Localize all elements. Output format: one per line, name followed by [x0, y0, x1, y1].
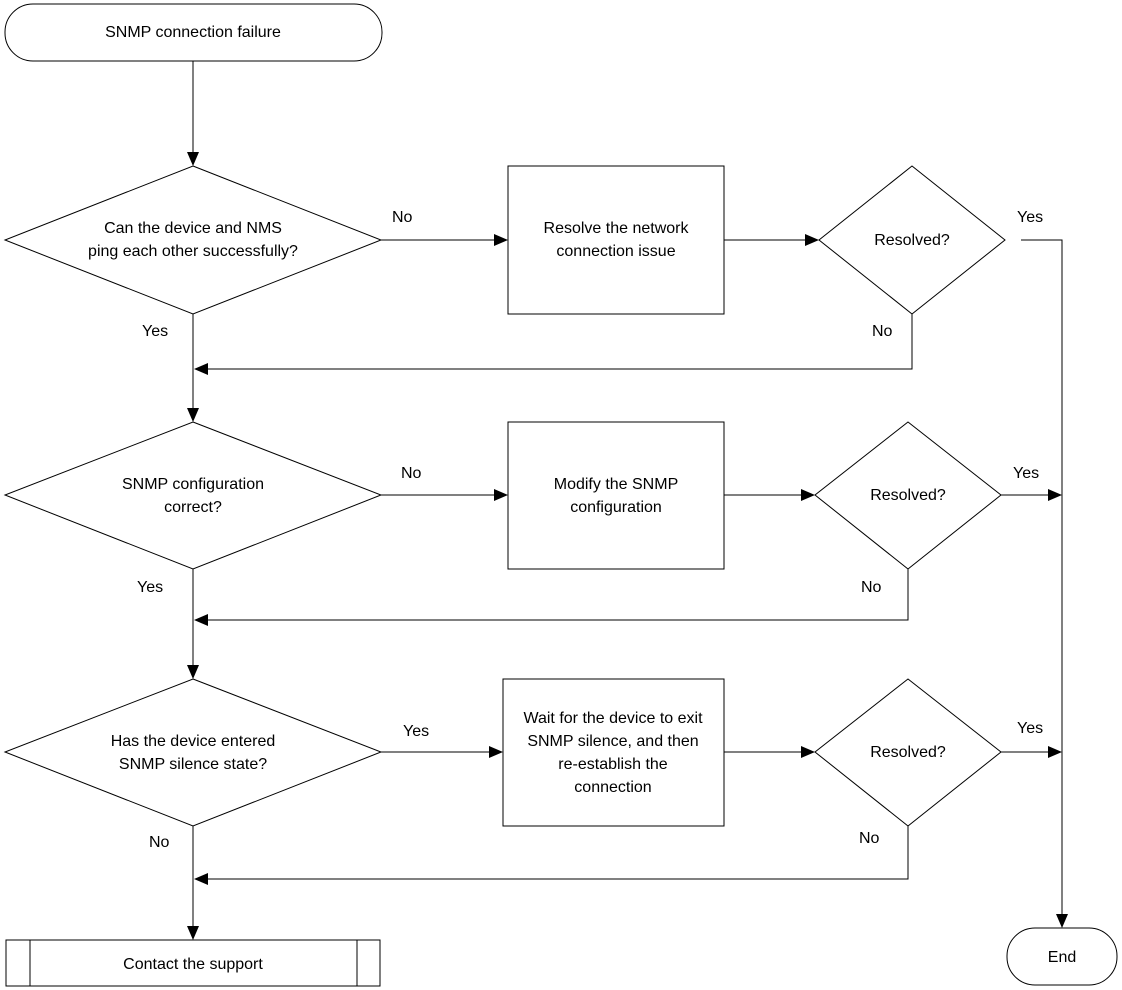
- arrowhead: [187, 665, 199, 679]
- decision-resolved-2-label: Resolved?: [870, 487, 946, 504]
- decision-ping-line-1: Can the device and NMS: [104, 220, 282, 237]
- label-resolved-1-yes: Yes: [1017, 209, 1043, 226]
- decision-resolved-3-shape: [814, 678, 1002, 827]
- decision-silence-shape: [3, 678, 383, 827]
- edge-resolved-1-yes-to-end: [1021, 239, 1063, 914]
- arrowhead: [1048, 746, 1062, 758]
- edge-resolved-1-no: [208, 314, 913, 370]
- process-modify-config: Modify the SNMP configuration: [507, 421, 725, 570]
- process-wait-silence-line-1: Wait for the device to exit: [523, 710, 703, 727]
- arrowhead: [489, 746, 503, 758]
- decision-snmp-config-line-1: SNMP configuration: [122, 476, 264, 493]
- arrowhead: [187, 926, 199, 940]
- label-resolved-1-no: No: [872, 323, 893, 340]
- process-wait-silence-line-2: SNMP silence, and then: [527, 733, 698, 750]
- decision-resolved-1: Resolved?: [818, 165, 1006, 315]
- process-wait-silence-line-4: connection: [574, 779, 651, 796]
- decision-resolved-1-label: Resolved?: [874, 232, 950, 249]
- process-modify-config-line-2: configuration: [570, 499, 662, 516]
- label-silence-no: No: [149, 834, 170, 851]
- end-label: End: [1048, 949, 1076, 966]
- edge-resolved-3-no: [208, 826, 909, 880]
- process-contact-support-label: Contact the support: [123, 956, 263, 973]
- arrowhead: [194, 363, 208, 375]
- process-resolve-network-line-2: connection issue: [556, 243, 675, 260]
- arrowhead: [801, 489, 815, 501]
- process-wait-silence-line-3: re-establish the: [558, 756, 667, 773]
- decision-resolved-3: Resolved?: [814, 678, 1002, 827]
- edge-resolved-2-no: [208, 569, 909, 621]
- process-contact-support: Contact the support: [5, 939, 381, 987]
- decision-resolved-2: Resolved?: [814, 421, 1002, 570]
- label-resolved-3-yes: Yes: [1017, 720, 1043, 737]
- process-modify-config-shape: [507, 421, 725, 570]
- decision-silence: Has the device entered SNMP silence stat…: [3, 678, 383, 827]
- process-contact-support-shape: [5, 939, 381, 987]
- label-config-yes: Yes: [137, 579, 163, 596]
- arrowhead: [1056, 914, 1068, 928]
- process-resolve-network-shape: [507, 165, 725, 315]
- connectors: [187, 61, 1068, 940]
- arrowhead: [187, 152, 199, 166]
- arrowhead: [1048, 489, 1062, 501]
- label-silence-yes: Yes: [403, 723, 429, 740]
- end-node: End: [1006, 927, 1118, 986]
- decision-silence-line-1: Has the device entered: [111, 733, 276, 750]
- process-resolve-network: Resolve the network connection issue: [507, 165, 725, 315]
- arrowhead: [805, 234, 819, 246]
- decision-ping-shape: [3, 165, 383, 315]
- decision-resolved-3-label: Resolved?: [870, 744, 946, 761]
- process-wait-silence-shape: [502, 678, 725, 827]
- arrowhead: [194, 614, 208, 626]
- start-label: SNMP connection failure: [105, 24, 281, 41]
- decision-silence-line-2: SNMP silence state?: [119, 756, 267, 773]
- process-modify-config-line-1: Modify the SNMP: [554, 476, 678, 493]
- arrowhead: [194, 873, 208, 885]
- arrowhead: [187, 408, 199, 422]
- decision-ping: Can the device and NMS ping each other s…: [3, 165, 383, 315]
- decision-snmp-config-line-2: correct?: [164, 499, 222, 516]
- decision-ping-line-2: ping each other successfully?: [88, 243, 298, 260]
- end-terminator-shape: [1006, 927, 1118, 986]
- arrowhead: [494, 234, 508, 246]
- decision-snmp-config-shape: [3, 421, 383, 570]
- decision-snmp-config: SNMP configuration correct?: [3, 421, 383, 570]
- edge-labels: No Yes Yes No No Yes Yes No Yes No Yes N…: [137, 209, 1043, 851]
- arrowhead: [801, 746, 815, 758]
- label-resolved-2-no: No: [861, 579, 882, 596]
- label-resolved-2-yes: Yes: [1013, 465, 1039, 482]
- process-resolve-network-line-1: Resolve the network: [544, 220, 690, 237]
- label-ping-no: No: [392, 209, 413, 226]
- arrowhead: [494, 489, 508, 501]
- process-wait-silence: Wait for the device to exit SNMP silence…: [502, 678, 725, 827]
- label-resolved-3-no: No: [859, 830, 880, 847]
- label-ping-yes: Yes: [142, 323, 168, 340]
- decision-resolved-1-shape: [818, 165, 1006, 315]
- decision-resolved-2-shape: [814, 421, 1002, 570]
- label-config-no: No: [401, 465, 422, 482]
- start-node: SNMP connection failure: [4, 3, 383, 62]
- start-terminator-shape: [4, 3, 383, 62]
